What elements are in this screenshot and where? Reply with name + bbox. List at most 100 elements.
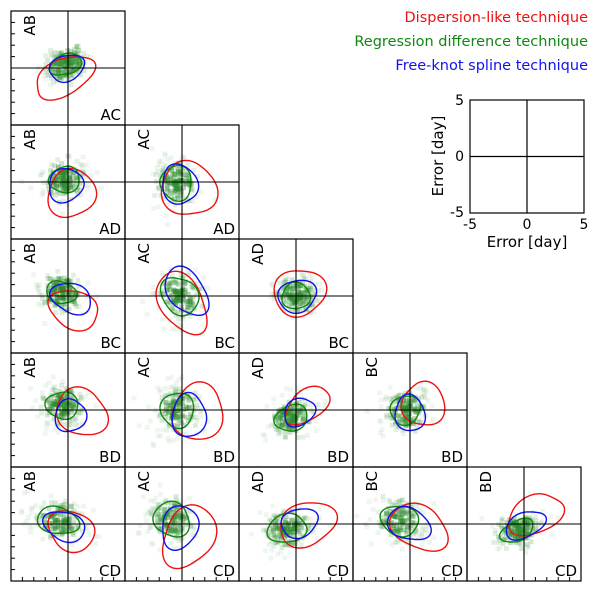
density-point <box>62 186 68 191</box>
density-point <box>176 315 182 321</box>
density-point <box>50 526 56 532</box>
density-point <box>379 519 385 524</box>
density-point <box>57 183 63 189</box>
density-point <box>51 400 57 405</box>
density-point <box>62 516 68 522</box>
density-point <box>187 198 193 204</box>
density-point <box>295 283 301 289</box>
density-point <box>384 414 390 420</box>
density-point <box>273 522 279 528</box>
density-point <box>192 396 197 402</box>
density-point <box>294 294 300 300</box>
density-point <box>54 178 60 183</box>
density-point <box>74 421 80 427</box>
density-point <box>75 176 81 182</box>
density-point <box>162 163 168 168</box>
density-point <box>421 386 427 392</box>
density-point <box>262 548 268 554</box>
density-point <box>165 436 171 441</box>
density-point <box>87 532 92 538</box>
density-point <box>69 73 75 79</box>
density-point <box>405 503 411 509</box>
density-point <box>186 398 192 403</box>
density-point <box>86 390 92 396</box>
density-point <box>38 173 44 178</box>
density-point <box>185 299 191 304</box>
density-point <box>63 399 69 405</box>
density-point <box>272 296 277 301</box>
density-point <box>310 520 316 526</box>
density-point <box>68 61 74 66</box>
density-point <box>412 397 417 403</box>
density-point <box>75 510 81 516</box>
density-point <box>273 277 279 283</box>
density-point <box>300 301 306 306</box>
density-point <box>55 56 61 62</box>
density-point <box>60 294 66 300</box>
density-point <box>187 296 193 302</box>
density-point <box>54 286 60 292</box>
density-point <box>380 524 386 529</box>
density-point <box>296 282 302 288</box>
density-point <box>188 298 194 304</box>
density-point <box>162 411 168 416</box>
density-point <box>73 523 79 529</box>
density-point <box>279 527 285 533</box>
density-point <box>148 418 153 424</box>
density-point <box>60 393 66 398</box>
density-point <box>291 409 297 415</box>
density-point <box>43 53 49 59</box>
density-point <box>292 528 298 534</box>
density-point <box>54 399 60 404</box>
density-point <box>522 517 528 523</box>
density-point <box>163 299 169 305</box>
density-point <box>184 300 190 306</box>
density-point <box>262 432 268 438</box>
density-point <box>302 290 308 296</box>
density-point <box>163 171 168 177</box>
density-point <box>47 276 53 282</box>
density-point <box>151 291 157 297</box>
density-point <box>74 62 80 68</box>
density-point <box>300 516 306 522</box>
density-point <box>519 527 525 532</box>
density-point <box>406 420 412 425</box>
density-point <box>186 273 191 278</box>
density-point <box>156 306 162 311</box>
density-point <box>84 294 90 300</box>
density-point <box>60 502 66 508</box>
density-point <box>285 286 291 292</box>
density-point <box>290 290 295 296</box>
density-point <box>165 222 170 227</box>
density-point <box>164 178 170 184</box>
density-point <box>50 289 56 295</box>
density-point <box>190 187 195 193</box>
density-point <box>283 429 288 435</box>
density-point <box>516 530 522 535</box>
density-point <box>283 291 289 297</box>
density-point <box>282 434 288 440</box>
density-point <box>164 427 170 433</box>
density-point <box>28 386 33 391</box>
density-point <box>277 411 283 416</box>
density-point <box>163 400 169 406</box>
density-point <box>379 514 385 520</box>
density-point <box>156 204 162 210</box>
density-point <box>42 518 47 523</box>
density-point <box>67 522 73 528</box>
density-point <box>175 172 181 178</box>
density-point <box>379 524 385 530</box>
density-point <box>180 396 185 402</box>
density-point <box>170 384 176 390</box>
density-point <box>167 423 172 429</box>
density-point <box>45 276 51 281</box>
density-point <box>287 292 293 298</box>
density-point <box>172 514 177 520</box>
density-point <box>63 302 68 308</box>
density-point <box>297 404 303 410</box>
density-point <box>496 534 501 539</box>
panel-ylabel: AB <box>21 471 39 492</box>
density-point <box>89 172 94 178</box>
